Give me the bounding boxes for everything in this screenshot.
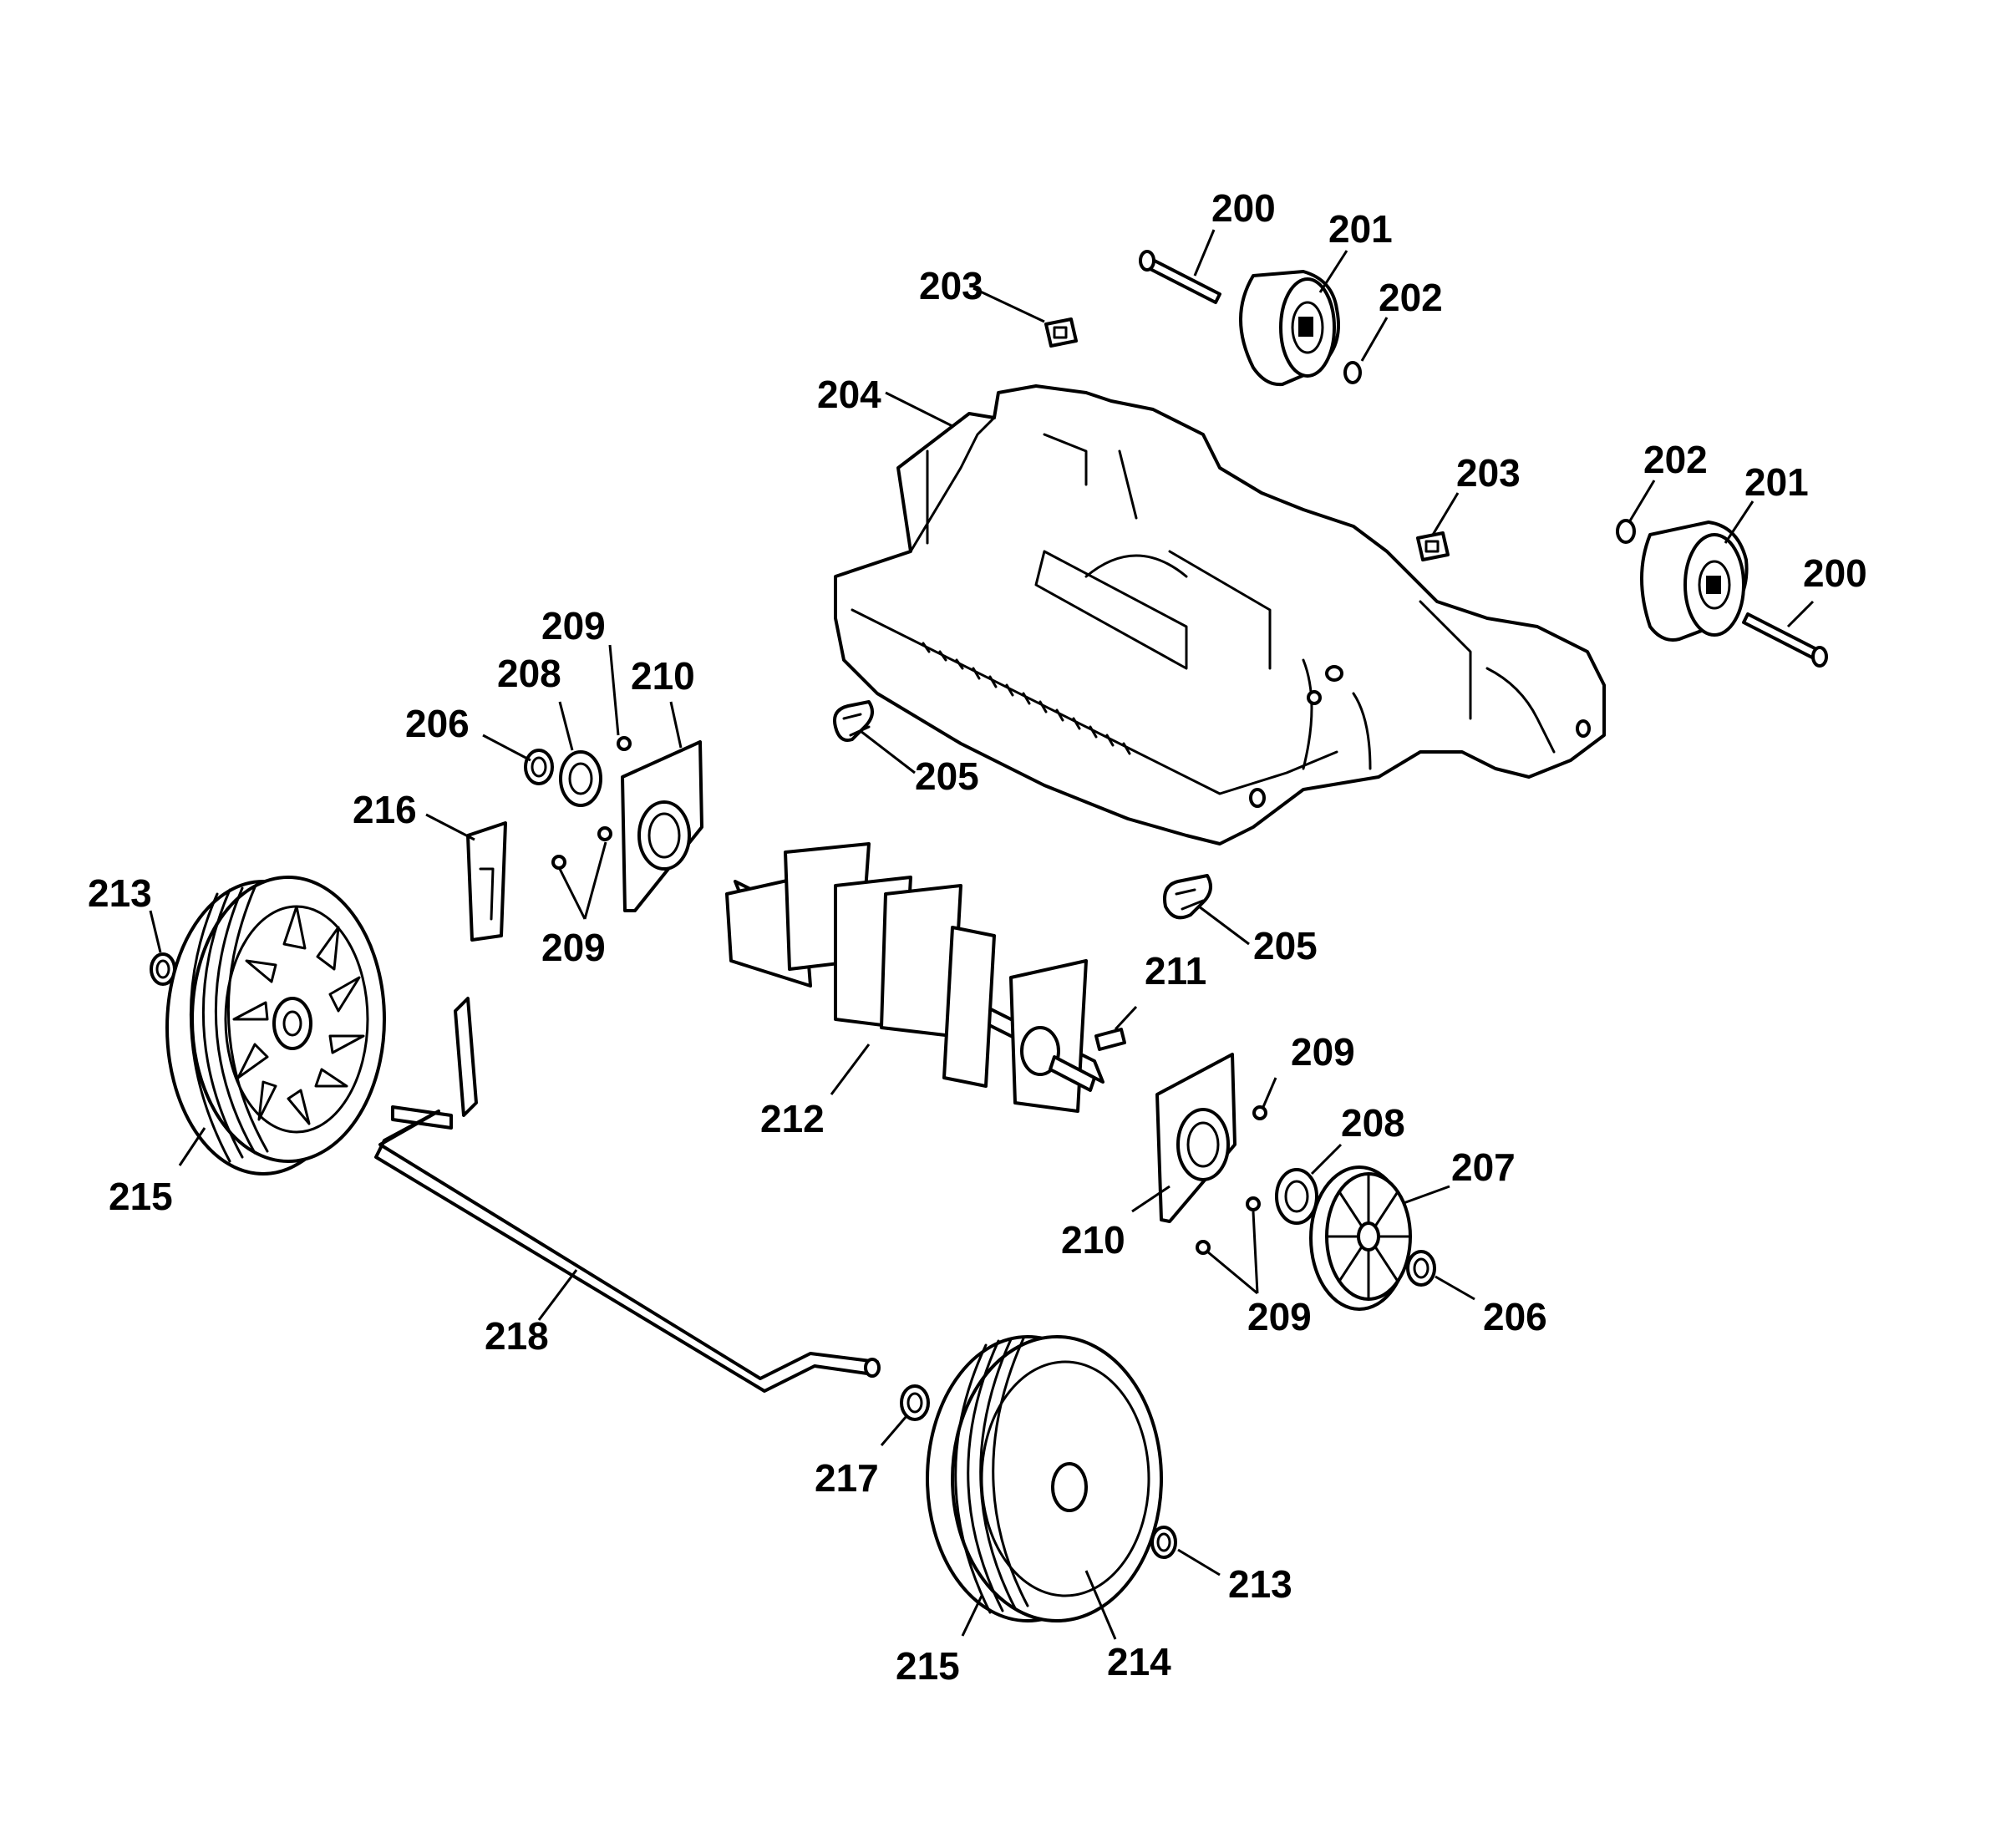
callout-202-lower: 202 (1643, 438, 1708, 481)
vent-slots (922, 642, 1131, 755)
callout-205-upper: 205 (915, 754, 979, 798)
callout-200-lower: 200 (1803, 551, 1867, 595)
key-211 (1094, 1028, 1126, 1051)
axle-pin-200-upper (1139, 250, 1221, 304)
callout-206-left: 206 (405, 702, 470, 745)
callout-213-left: 213 (88, 871, 152, 915)
callout-205-lower: 205 (1253, 924, 1318, 967)
screw-209-left-mid (597, 826, 612, 841)
callout-209-left-top: 209 (541, 604, 606, 647)
callout-215-left: 215 (109, 1175, 173, 1218)
callout-209-right-top: 209 (1291, 1030, 1355, 1074)
callout-201-lower: 201 (1744, 460, 1809, 504)
callout-206-right: 206 (1483, 1295, 1547, 1338)
bearing-plate-210-left (621, 740, 703, 912)
washer-202-upper (1343, 361, 1362, 384)
callout-214: 214 (1107, 1640, 1171, 1683)
roller-201-upper (1239, 270, 1340, 387)
callout-210-right: 210 (1061, 1218, 1125, 1262)
wheel-215-right (926, 1335, 1163, 1622)
callout-216: 216 (353, 788, 417, 831)
washer-213-right (1150, 1526, 1177, 1559)
circlip-206-left (524, 749, 554, 785)
bearing-208-left (559, 750, 602, 807)
callout-211: 211 (1145, 949, 1206, 993)
washer-202-lower (1616, 519, 1636, 544)
leader-lines (149, 229, 1815, 1640)
screw-209-right-top (1252, 1105, 1267, 1120)
screw-209-right-low (1196, 1240, 1211, 1255)
housing-204 (834, 384, 1606, 845)
callout-201-upper: 201 (1328, 207, 1393, 251)
axle-rod-218 (374, 997, 881, 1393)
callout-208-left: 208 (497, 652, 561, 695)
callout-215-right: 215 (896, 1644, 960, 1688)
callout-203-upper: 203 (919, 264, 983, 307)
tine-rotor-212 (725, 842, 1104, 1113)
washer-217 (900, 1384, 930, 1421)
screw-209-right-mid (1246, 1196, 1261, 1211)
gear-wheel-207 (1309, 1165, 1412, 1311)
callout-212: 212 (760, 1097, 825, 1140)
square-nut-203-upper (1044, 317, 1078, 348)
callout-202-upper: 202 (1379, 276, 1443, 319)
callout-210-left: 210 (631, 654, 695, 698)
callout-217: 217 (815, 1456, 879, 1500)
hub-cap-214 (980, 1360, 1150, 1597)
hook-clip-205-lower (1163, 874, 1212, 920)
callout-207: 207 (1451, 1145, 1516, 1189)
bearing-208-right (1275, 1168, 1318, 1225)
callout-203-lower: 203 (1456, 451, 1521, 495)
lever-plate-216 (466, 821, 507, 942)
callout-209-right-low: 209 (1247, 1295, 1312, 1338)
callout-204: 204 (817, 373, 881, 416)
wheel-215-left (165, 876, 386, 1176)
roller-201-lower (1640, 520, 1749, 642)
axle-pin-200-lower (1742, 612, 1828, 668)
callout-209-left-low: 209 (541, 926, 606, 969)
callout-218: 218 (485, 1314, 549, 1358)
wheel-fins (232, 905, 365, 1125)
callout-213-right: 213 (1228, 1562, 1292, 1606)
hook-clip-205-upper (833, 700, 874, 742)
screw-209-left-top (617, 736, 632, 751)
circlip-206-right (1406, 1250, 1436, 1287)
callout-208-right: 208 (1341, 1101, 1405, 1145)
square-nut-203-lower (1416, 531, 1450, 561)
callout-labels: 200 201 202 203 204 203 202 201 200 209 … (88, 186, 1867, 1688)
callout-200-upper: 200 (1211, 186, 1276, 230)
screw-209-left-low (551, 855, 566, 870)
bearing-plate-210-right (1155, 1053, 1237, 1223)
